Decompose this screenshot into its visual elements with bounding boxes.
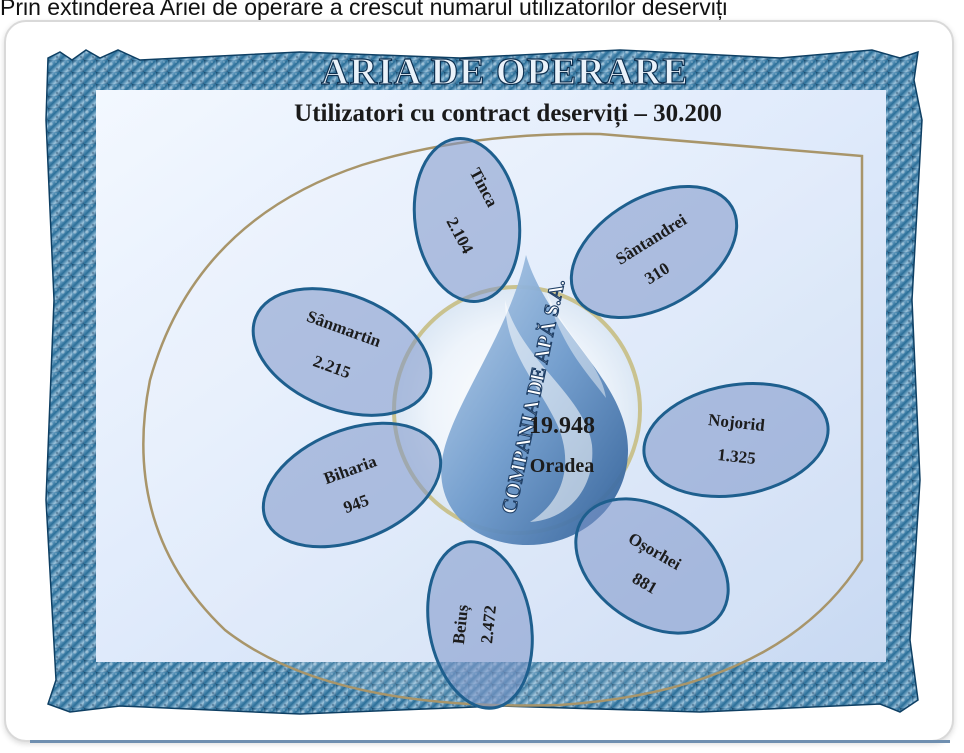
petal-ellipse	[261, 421, 443, 549]
center-value: 19.948	[529, 413, 595, 439]
petal-ellipse	[412, 136, 522, 304]
center-name: Oradea	[530, 455, 594, 477]
petal-ellipse	[569, 184, 739, 320]
diagram-subtitle: Utilizatori cu contract deserviți – 30.2…	[294, 100, 722, 128]
petal-ellipse	[251, 287, 433, 417]
petal-ellipse	[574, 497, 730, 635]
diagram-title: ARIA DE OPERARE	[321, 51, 689, 93]
petal-ellipse	[642, 381, 830, 499]
top-caption: Prin extinderea Ariei de operare a cresc…	[0, 0, 728, 20]
water-drop-logo: COMPANIA DE APĂ S.A.	[441, 255, 628, 545]
petal-ellipse	[426, 540, 534, 710]
petal-value: 1.325	[717, 445, 757, 468]
petal-value: 2.472	[477, 604, 500, 644]
bottom-rule	[30, 740, 950, 743]
